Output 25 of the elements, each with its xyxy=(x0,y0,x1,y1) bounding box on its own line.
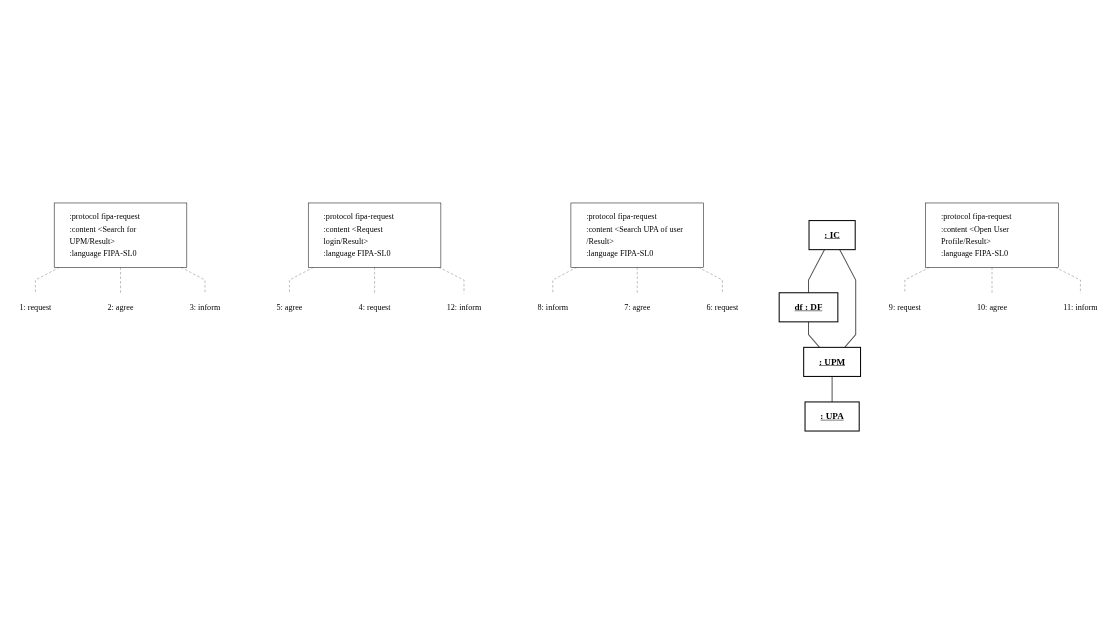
connector xyxy=(438,267,465,294)
connector xyxy=(839,249,857,348)
node-text: 8: inform xyxy=(537,302,569,312)
node-box: :protocol fipa-request :content <Request login/Result> :language FIPA-SL0 xyxy=(307,202,442,268)
node-box: :protocol fipa-request :content <Open User Profile/Result> :language FIPA-SL0 xyxy=(925,202,1059,268)
node-text: 1: request xyxy=(19,302,52,312)
connector xyxy=(808,321,821,348)
node-text: 3: inform xyxy=(189,302,221,312)
node-text: 10: agree xyxy=(976,302,1008,312)
node-box: : UPA xyxy=(804,401,860,432)
connector xyxy=(808,249,825,294)
node-box: : UPM xyxy=(803,346,862,377)
node-text: 5: agree xyxy=(276,302,303,312)
node-box: :protocol fipa-request :content <Search for UPM/Result> :language FIPA-SL0 xyxy=(53,202,188,268)
node-text: 2: agree xyxy=(107,302,134,312)
node-text: 4: request xyxy=(358,302,391,312)
node-text: 9: request xyxy=(888,302,921,312)
node-box: :protocol fipa-request :content <Search UPA of user /Result> :language FIPA-SL0 xyxy=(570,202,704,268)
node-text: 12: inform xyxy=(446,302,482,312)
node-text: 7: agree xyxy=(624,302,651,312)
node-text: 11: inform xyxy=(1063,302,1098,312)
node-text: 6: request xyxy=(706,302,739,312)
connector xyxy=(831,375,833,403)
node-box: : IC xyxy=(808,220,856,251)
node-box: df : DF xyxy=(778,292,839,323)
